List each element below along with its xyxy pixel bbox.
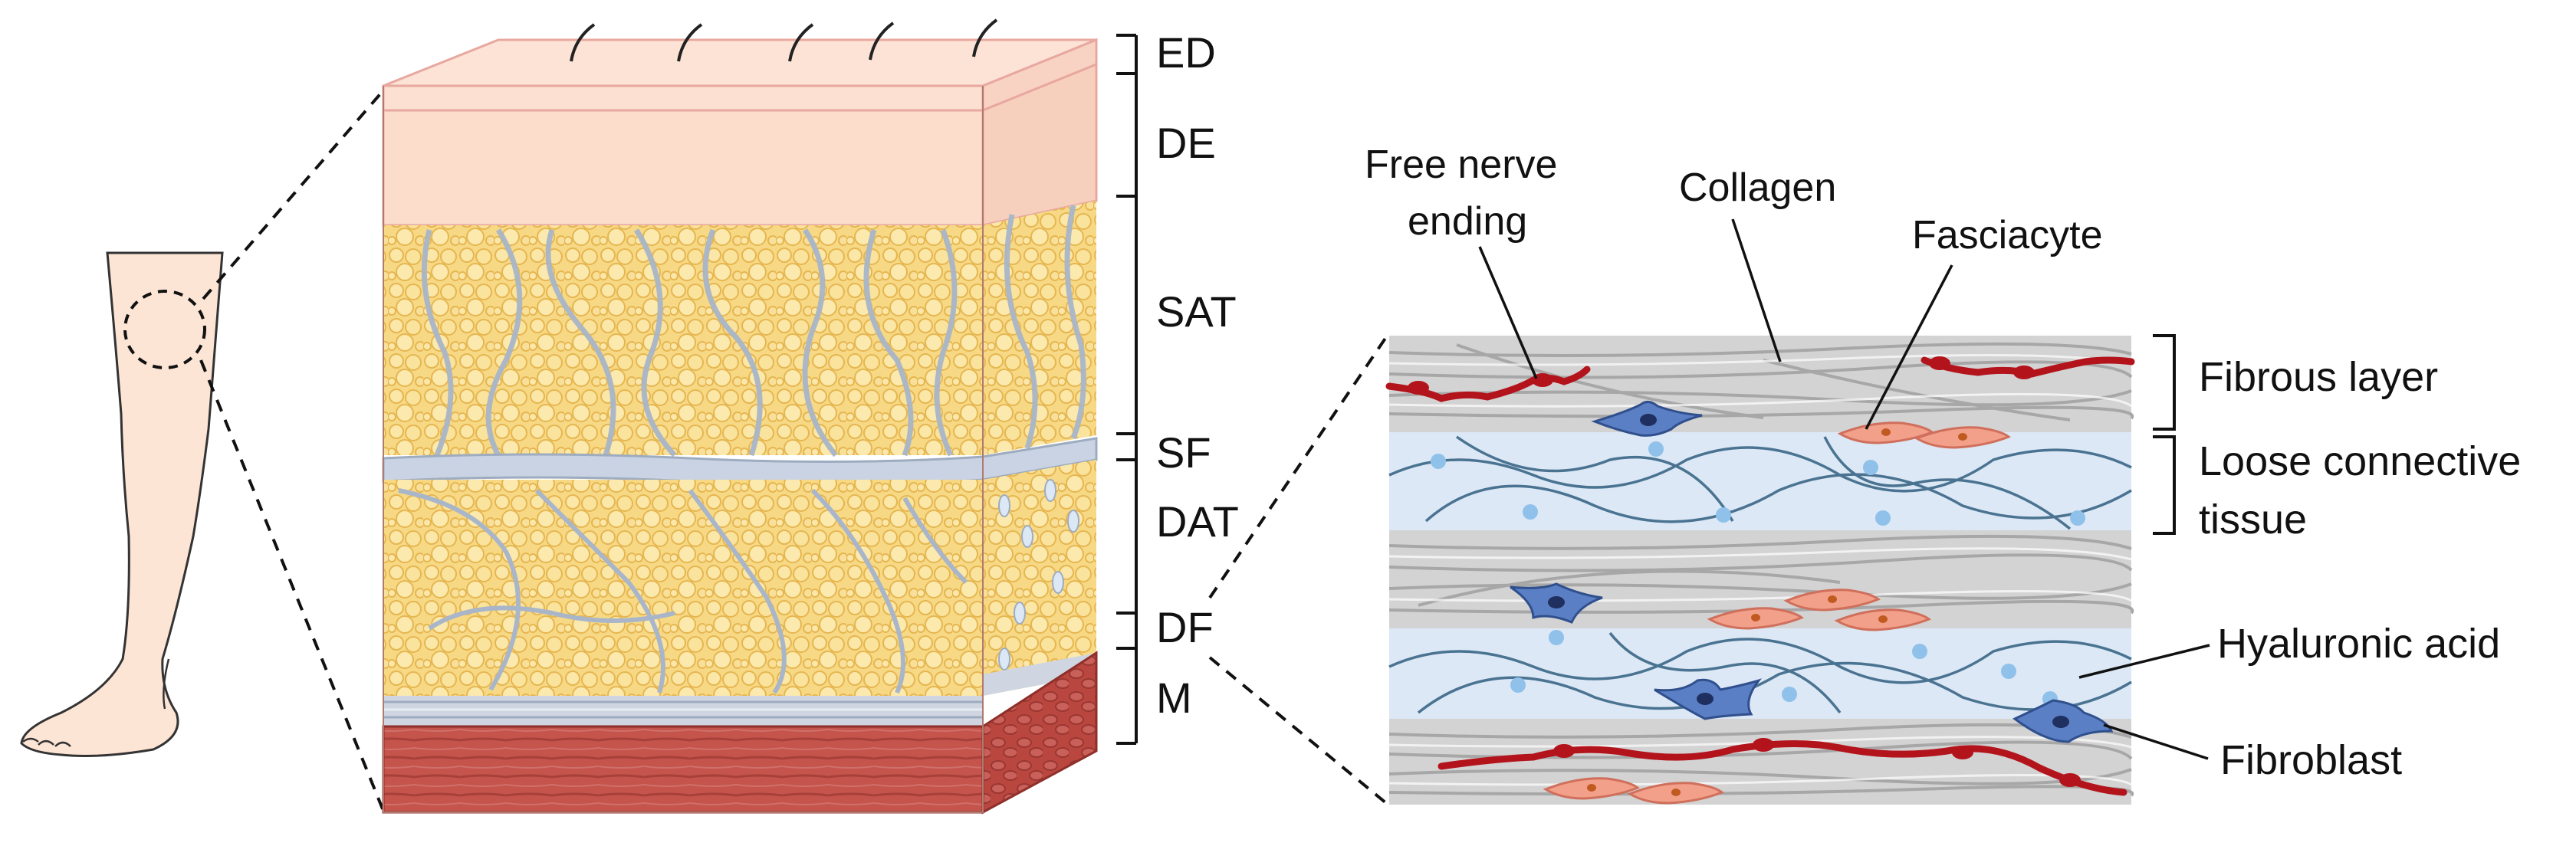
label-fasciacyte: Fasciacyte [1912, 213, 2103, 257]
fascia-labels: Free nerve ending Collagen Fasciacyte Fi… [1365, 143, 2521, 783]
leg-illustration [20, 251, 224, 757]
callout-lines [1478, 218, 2210, 760]
label-dat: DAT [1156, 497, 1239, 546]
dat-septa [398, 488, 968, 694]
label-m: M [1156, 674, 1192, 722]
label-df: DF [1156, 603, 1214, 651]
fascia-detail [1385, 336, 2135, 805]
deep-adipose-layer [383, 480, 983, 696]
tissue-block [382, 18, 1098, 815]
dermis-layer [382, 109, 984, 227]
label-de: DE [1156, 119, 1216, 167]
deep-fascia [383, 653, 1096, 726]
label-sf: SF [1156, 428, 1211, 477]
hyaluronic-network [1388, 435, 2132, 714]
layer-bracket [1116, 34, 1138, 745]
nerve-nodules [1408, 356, 2081, 787]
epidermis-layer [382, 84, 984, 112]
label-free-nerve-1: Free nerve [1365, 143, 1557, 187]
fibroblasts [1510, 401, 2114, 743]
label-sat: SAT [1156, 287, 1237, 336]
label-hyaluronic-acid: Hyaluronic acid [2217, 621, 2500, 667]
sat-septa [421, 205, 1086, 457]
muscle-layer [382, 725, 984, 814]
leg-zoom-lines [199, 89, 385, 812]
loose-band-2 [1389, 628, 2131, 719]
label-fibroblast: Fibroblast [2220, 737, 2402, 783]
hyaluronic-droplets [1431, 441, 2085, 707]
label-collagen: Collagen [1679, 166, 1836, 210]
leg-zoom-circle [123, 290, 206, 369]
label-ed: ED [1156, 28, 1216, 77]
label-loose-1: Loose connective [2199, 438, 2521, 484]
superficial-adipose-layer [383, 225, 983, 455]
label-fibrous-layer: Fibrous layer [2199, 354, 2438, 400]
fascia-brackets [2153, 334, 2176, 535]
side-vessels [998, 479, 1079, 671]
fasciacytes [1543, 421, 2011, 805]
label-loose-2: tissue [2199, 497, 2307, 543]
hairs [570, 18, 998, 62]
fascia-zoom-lines [1208, 336, 1388, 805]
layer-labels: ED DE SAT SF DAT DF M [1156, 28, 1239, 722]
label-free-nerve-2: ending [1408, 199, 1527, 244]
